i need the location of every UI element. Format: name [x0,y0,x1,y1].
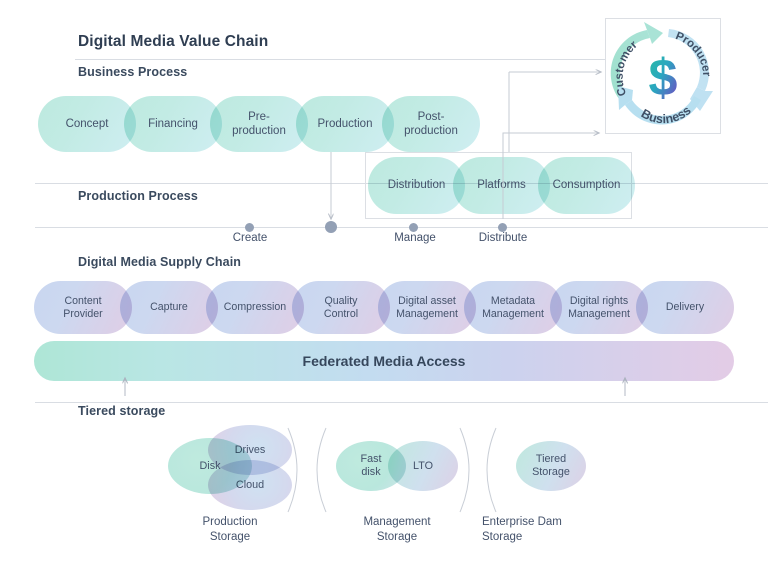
supply-stage-label: Metadata Management [482,294,544,320]
business-process-label: Business Process [78,65,188,79]
storage-item-label: LTO [412,459,433,472]
business-stage-label: Financing [148,117,198,130]
timeline-axis [35,227,768,228]
timeline-dot-distribute[interactable] [498,223,507,232]
timeline-label-create: Create [232,232,268,244]
storage-item-cloud[interactable]: Cloud [208,460,292,510]
production-process-label: Production Process [78,189,198,203]
cycle-arrow-customer [610,22,663,99]
storage-item-label: Cloud [235,478,265,491]
supply-stage-compression[interactable]: Compression [206,281,304,334]
supply-stage-label: Delivery [665,301,705,314]
tiered-storage-divider [35,402,768,403]
supply-stage-label: Compression [223,301,287,314]
cycle-arrow-business [618,86,701,125]
supply-stage-label: Content Provider [63,294,103,320]
timeline-dot-unlabeled[interactable] [325,221,337,233]
production-stage-label: Distribution [387,179,446,192]
business-stage-concept[interactable]: Concept [38,96,136,152]
production-stage-label: Consumption [552,179,621,192]
production-stage-label: Platforms [477,179,526,192]
supply-stage-label: Quality Control [323,294,359,320]
storage-item-tiered-storage[interactable]: Tiered Storage [516,441,586,491]
timeline-dot-create[interactable] [245,223,254,232]
bracket-management-storage-left [316,427,327,513]
supply-stage-digital-rights-management[interactable]: Digital rights Management [550,281,648,334]
tiered-storage-label: Tiered storage [78,404,166,418]
storage-group-label-enterprise-dam: Enterprise Dam Storage [482,516,562,543]
value-cycle-logo: Customer Producer Business $ [605,18,721,134]
supply-stage-content-provider[interactable]: Content Provider [34,281,132,334]
business-process-divider [75,59,611,60]
supply-stage-label: Digital asset Management [396,294,458,320]
production-stage-consumption[interactable]: Consumption [538,157,635,214]
business-stage-label: Post- production [404,110,458,137]
business-stage-production[interactable]: Production [296,96,394,152]
dollar-sign-icon: $ [649,49,678,107]
business-stage-label: Pre- production [232,110,286,137]
supply-stage-capture[interactable]: Capture [120,281,218,334]
supply-stage-quality-control[interactable]: Quality Control [292,281,390,334]
storage-group-label-production: Production Storage [202,516,258,543]
supply-stage-label: Capture [150,301,188,314]
timeline-label-manage: Manage [394,232,436,244]
bracket-management-storage-right [459,427,470,513]
federated-media-access-bar[interactable]: Federated Media Access [34,341,734,381]
business-stage-label: Concept [65,117,109,130]
federated-media-access-label: Federated Media Access [302,353,466,369]
business-stage-pre-production[interactable]: Pre- production [210,96,308,152]
storage-item-lto[interactable]: LTO [388,441,458,491]
storage-item-label: Drives [234,443,266,456]
business-stage-label: Production [317,117,373,130]
business-stage-post-production[interactable]: Post- production [382,96,480,152]
timeline-label-distribute: Distribute [478,232,528,244]
storage-item-label: Tiered Storage [532,453,570,478]
supply-chain-label: Digital Media Supply Chain [78,255,242,269]
bracket-enterprise-dam-left [486,427,497,513]
production-stage-distribution[interactable]: Distribution [368,157,465,214]
supply-stage-digital-asset-management[interactable]: Digital asset Management [378,281,476,334]
production-stage-platforms[interactable]: Platforms [453,157,550,214]
supply-stage-label: Digital rights Management [568,294,630,320]
storage-item-label: Fast disk [360,453,382,478]
business-stage-financing[interactable]: Financing [124,96,222,152]
timeline-dot-manage[interactable] [409,223,418,232]
page-title: Digital Media Value Chain [78,33,269,50]
supply-stage-delivery[interactable]: Delivery [636,281,734,334]
value-cycle-svg: Customer Producer Business $ [610,22,713,126]
logo-word-producer: Producer [674,30,713,77]
storage-group-label-management: Management Storage [363,516,431,543]
supply-stage-metadata-management[interactable]: Metadata Management [464,281,562,334]
